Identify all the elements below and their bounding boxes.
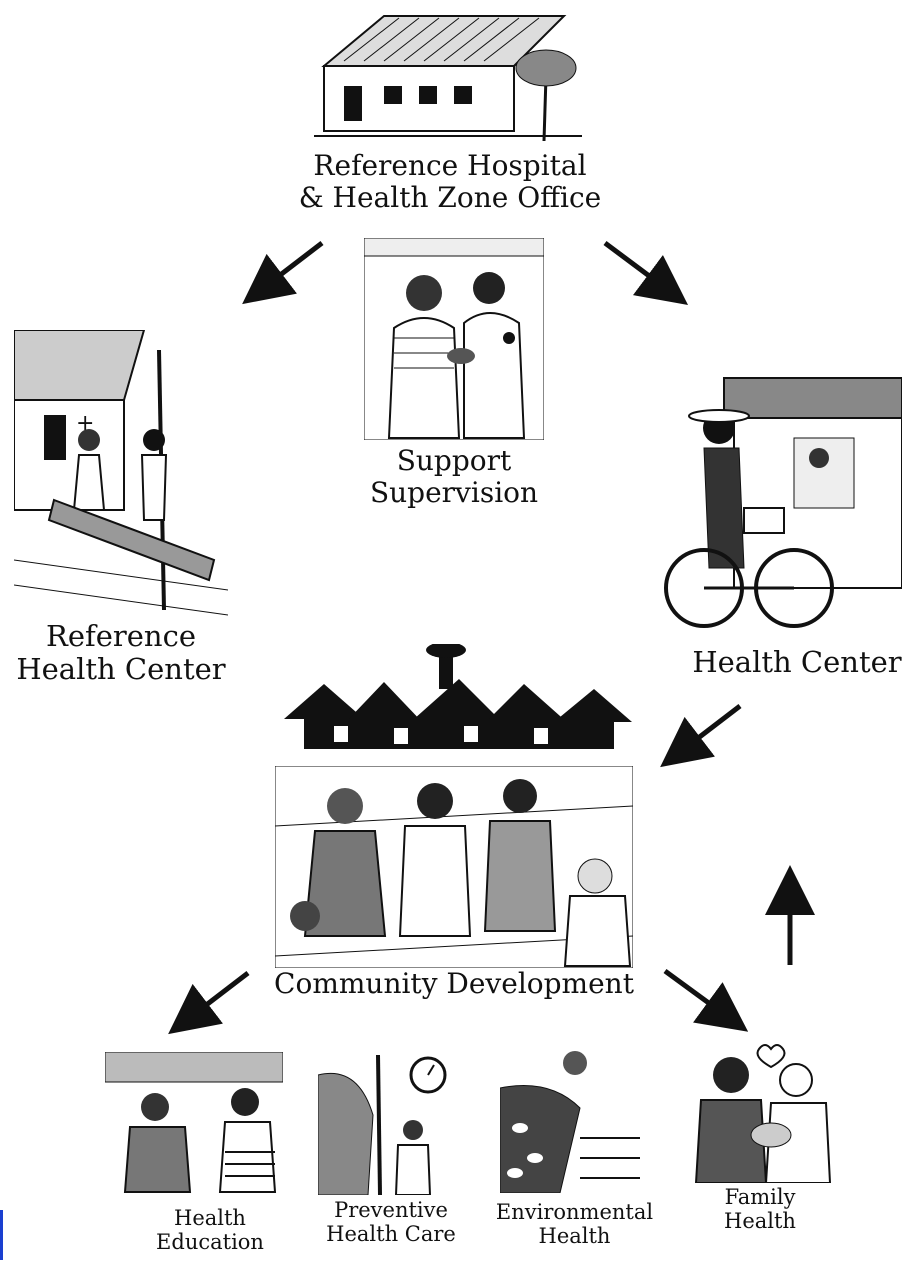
reference-hospital-line2: & Health Zone Office	[298, 181, 602, 215]
community-development-line1: Community Development	[274, 967, 634, 1000]
preventive-health-care-label: Preventive Health Care	[318, 1198, 464, 1246]
health-center-line1: Health Center	[692, 645, 902, 679]
hospital-illustration	[314, 6, 582, 146]
community-illustration	[275, 766, 633, 968]
health-education-illustration	[105, 1052, 283, 1200]
arrow-center-to-community	[660, 704, 742, 768]
health-center-illustration	[664, 368, 902, 638]
reference-health-center-label: Reference Health Center	[10, 619, 232, 687]
environmental-health-line2: Health	[538, 1224, 611, 1249]
family-health-illustration	[686, 1035, 832, 1183]
preventive-health-care-line2: Health Care	[326, 1222, 456, 1247]
health-center-label: Health Center	[692, 645, 902, 679]
edge-marker	[0, 1210, 3, 1260]
health-education-line1: Health	[174, 1206, 246, 1230]
support-supervision-line1: Support	[396, 444, 512, 477]
reference-health-center-line2: Health Center	[16, 652, 226, 687]
family-health-line2: Health	[724, 1209, 796, 1234]
environmental-health-illustration	[500, 1048, 643, 1193]
support-supervision-label: Support Supervision	[364, 444, 544, 510]
arrow-community-to-education	[168, 971, 250, 1035]
reference-center-illustration: +	[14, 330, 228, 618]
environmental-health-label: Environmental Health	[487, 1200, 662, 1248]
environmental-health-line1: Environmental	[495, 1200, 654, 1224]
preventive-health-care-line1: Preventive	[334, 1198, 448, 1222]
arrow-hospital-to-ref-center	[242, 241, 324, 305]
preventive-care-illustration	[318, 1055, 460, 1195]
community-development-label: Community Development	[258, 967, 650, 1000]
family-health-line1: Family	[724, 1185, 796, 1209]
supervision-illustration	[364, 238, 544, 440]
support-supervision-line2: Supervision	[369, 476, 539, 510]
village-illustration	[284, 644, 632, 756]
reference-hospital-label: Reference Hospital & Health Zone Office	[290, 149, 610, 215]
health-education-line2: Education	[156, 1230, 264, 1255]
reference-hospital-line1: Reference Hospital	[313, 149, 587, 182]
heart-icon	[756, 1044, 786, 1069]
family-health-label: Family Health	[690, 1185, 830, 1233]
arrow-community-to-family	[663, 968, 749, 1032]
reference-health-center-line1: Reference	[46, 619, 196, 653]
health-education-label: Health Education	[140, 1206, 280, 1254]
arrow-hospital-to-center	[603, 240, 689, 305]
